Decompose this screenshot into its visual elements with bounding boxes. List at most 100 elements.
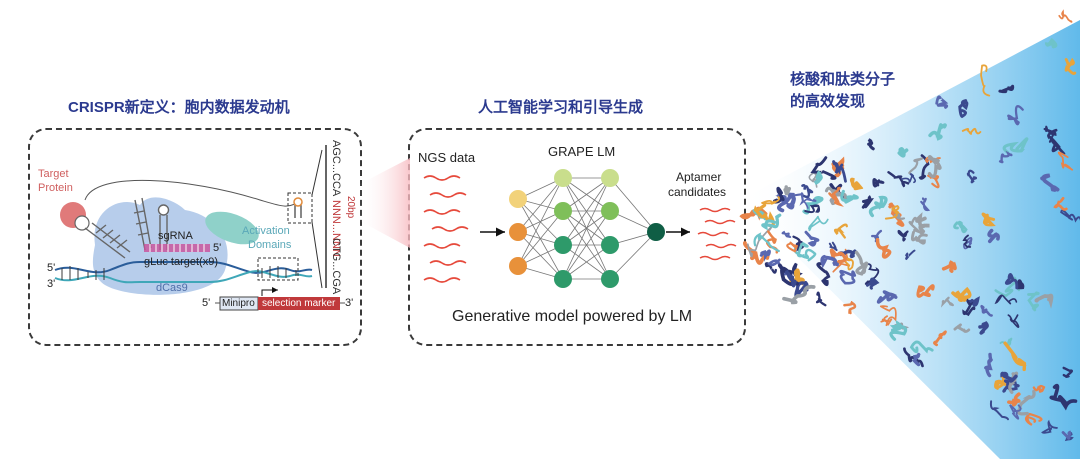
discovery-heading-line2: 的高效发现	[790, 93, 866, 110]
nn-edge	[562, 177, 611, 212]
molecule-structure	[1041, 419, 1058, 434]
sequence-part2: NNN...NNN	[330, 200, 342, 257]
molecule-structure	[875, 237, 892, 259]
molecule-structure	[998, 84, 1015, 94]
molecule-structure	[777, 194, 796, 213]
molecule-structure	[1045, 37, 1058, 49]
molecule-structure	[1024, 412, 1043, 426]
molecule-structure	[984, 352, 994, 378]
molecule-structure	[908, 157, 924, 175]
molecule-structure	[796, 242, 809, 259]
three-prime-dna: 3'	[47, 278, 56, 290]
molecule-structure	[941, 260, 957, 273]
molecule-structure	[761, 213, 782, 231]
molecule-structure	[889, 319, 908, 341]
molecule-structure	[833, 223, 848, 239]
molecule-structure	[816, 262, 831, 287]
molecule-structure	[1060, 209, 1080, 223]
nn-node	[509, 190, 527, 208]
molecule-structure	[1043, 125, 1057, 143]
selection-marker-label: selection marker	[262, 298, 336, 309]
molecule-structure	[901, 172, 916, 184]
activation-label-1: Activation	[242, 225, 290, 237]
nn-node	[647, 223, 665, 241]
molecule-structure	[832, 160, 847, 183]
molecule-structure	[753, 232, 780, 253]
molecule-structure	[794, 280, 810, 298]
molecule-structure	[784, 269, 797, 288]
tether-line	[84, 179, 301, 207]
molecule-structure	[1061, 430, 1072, 440]
molecule-structure	[967, 296, 980, 307]
molecule-structure	[828, 186, 844, 207]
five-prime-marker: 5'	[202, 297, 211, 309]
molecule-structure	[953, 220, 968, 234]
molecule-structure	[1003, 341, 1027, 372]
activation-label-2: Domains	[248, 239, 292, 251]
molecule-structure	[829, 248, 847, 265]
molecule-structure	[978, 321, 989, 335]
molecule-structure	[1032, 384, 1046, 393]
molecule-structure	[963, 236, 973, 250]
molecule-structure	[815, 291, 827, 307]
molecule-structure	[981, 212, 996, 227]
molecule-structure	[849, 177, 864, 191]
dna-strand-bottom	[54, 270, 313, 284]
molecule-structure	[1007, 105, 1024, 126]
nn-edge	[517, 177, 564, 267]
molecule-structure	[897, 147, 909, 158]
molecule-structure	[879, 305, 897, 327]
sequence-part3: CTG...CGA	[330, 238, 342, 295]
molecule-structure	[759, 249, 771, 262]
molecule-structure	[840, 189, 859, 204]
molecule-structure	[1058, 9, 1073, 23]
molecule-structure	[1009, 404, 1022, 420]
sgrna-bar	[144, 244, 210, 252]
molecule-structure	[1016, 279, 1025, 290]
molecule-structure	[908, 216, 924, 236]
molecule-structure	[1027, 291, 1040, 312]
molecule-structure	[1002, 137, 1029, 154]
molecule-structure	[940, 296, 955, 308]
molecule-structure	[994, 294, 1018, 305]
aptamer-label-1: Aptamer	[676, 170, 722, 184]
molecule-structure	[887, 171, 910, 188]
molecule-structure	[884, 204, 900, 220]
nn-edge	[517, 210, 564, 267]
aptamer-reads	[697, 207, 737, 261]
molecule-structure	[897, 229, 909, 242]
molecule-structure	[804, 204, 821, 214]
nn-node	[509, 223, 527, 241]
molecule-structure	[1007, 314, 1020, 328]
molecule-structure	[786, 192, 804, 206]
nn-node	[554, 169, 572, 187]
molecule-structure	[801, 184, 814, 199]
molecule-structure	[880, 315, 893, 326]
molecule-structure	[865, 277, 880, 290]
molecule-structure	[782, 284, 816, 305]
molecule-structure	[928, 123, 947, 141]
molecule-structure	[980, 304, 993, 317]
molecule-structure	[868, 195, 888, 218]
molecule-structure	[1002, 377, 1020, 393]
molecule-structure	[951, 286, 972, 302]
nn-node	[554, 270, 572, 288]
molecule-structure	[761, 196, 781, 205]
molecule-structure	[994, 374, 1008, 390]
molecule-structure	[1064, 57, 1077, 76]
nn-node	[601, 236, 619, 254]
molecule-structure	[1034, 293, 1054, 309]
data-funnel	[358, 158, 410, 248]
nn-edge	[562, 177, 611, 246]
molecule-structure	[1057, 151, 1074, 171]
molecule-structure	[961, 127, 982, 135]
molecule-structure	[746, 226, 773, 258]
molecule-structure	[783, 185, 792, 196]
molecule-structure	[828, 241, 838, 252]
crispr-panel	[28, 128, 362, 346]
molecule-structure	[904, 249, 916, 261]
activation-domain	[205, 211, 259, 245]
model-name-label: GRAPE LM	[548, 144, 616, 159]
molecule-structure	[1000, 371, 1018, 383]
